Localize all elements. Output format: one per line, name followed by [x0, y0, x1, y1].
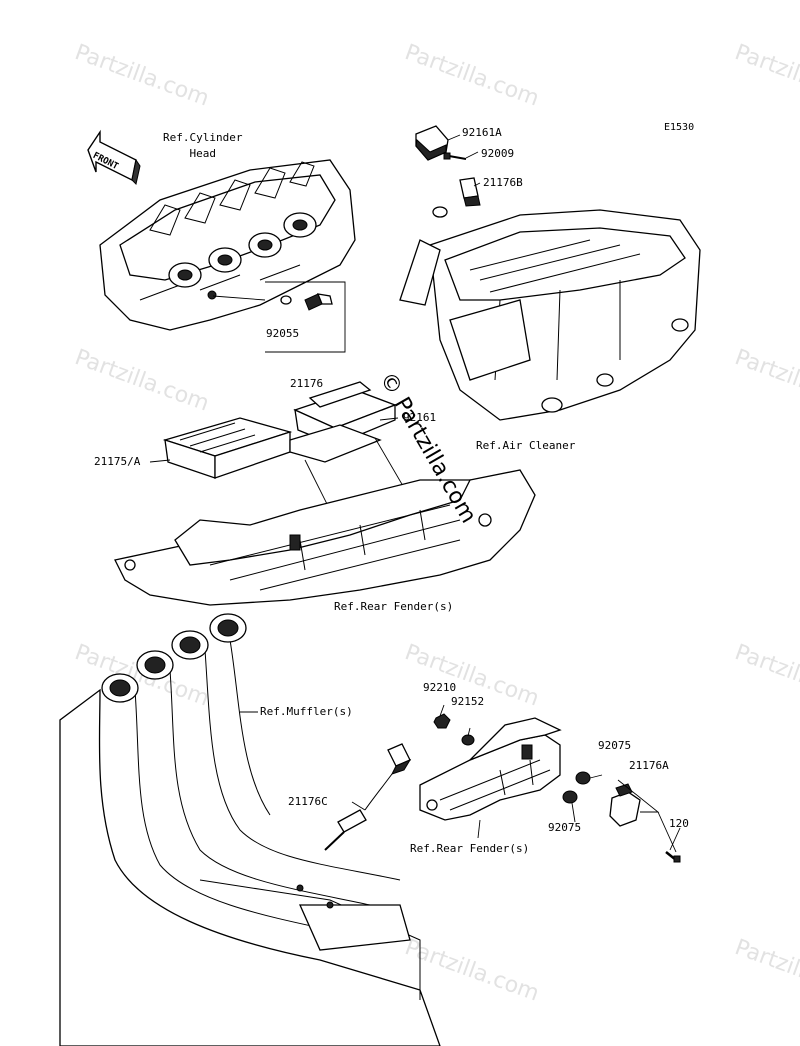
label-92075-lower: 92075	[548, 821, 582, 834]
label-92161A: 92161A	[462, 126, 502, 139]
front-arrow-icon	[87, 129, 141, 185]
ecu-21175A-icon	[162, 417, 293, 479]
label-92009: 92009	[481, 147, 515, 160]
bolt-120-icon	[665, 851, 681, 863]
label-ref-air-cleaner: Ref.Air Cleaner	[476, 439, 576, 452]
label-ref-rear-fender-bottom: Ref.Rear Fender(s)	[410, 842, 530, 855]
label-92210: 92210	[423, 681, 457, 694]
label-ref-rear-fender-top: Ref.Rear Fender(s)	[334, 600, 454, 613]
rear-fender-top-icon	[114, 469, 536, 606]
exhaust-flange-icon	[101, 613, 247, 703]
sensor-21176A-icon	[609, 783, 641, 827]
muffler-icon	[59, 639, 441, 1046]
label-120: 120	[669, 817, 689, 830]
label-21176B: 21176B	[483, 176, 523, 189]
o2-sensor-21176C-icon	[324, 743, 412, 851]
sensor-21176-icon	[304, 293, 333, 311]
label-21176A: 21176A	[629, 759, 669, 772]
cap-92161A-icon	[415, 125, 449, 161]
sensor-21176B-icon	[459, 177, 481, 207]
screw-92009-icon	[443, 152, 467, 160]
washer-92055-icon	[280, 295, 292, 305]
nut-92210-icon	[433, 713, 451, 729]
rear-fender-bottom-icon	[419, 717, 562, 821]
label-92075-upper: 92075	[598, 739, 632, 752]
grommet-92075-upper-icon	[575, 771, 591, 785]
diagram-code: E1530	[664, 122, 695, 133]
air-cleaner-icon	[399, 206, 701, 421]
grommet-92075-lower-icon	[562, 790, 578, 804]
label-21176: 21176	[290, 377, 324, 390]
label-21176C: 21176C	[288, 795, 328, 808]
label-92152: 92152	[451, 695, 485, 708]
label-92055: 92055	[266, 327, 300, 340]
label-21175A: 21175/A	[94, 455, 141, 468]
label-ref-cylinder-head: Ref.Cylinder Head	[163, 131, 243, 160]
label-ref-muffler: Ref.Muffler(s)	[260, 705, 353, 718]
cylinder-head-icon	[99, 159, 356, 331]
collar-92152-icon	[461, 734, 475, 746]
bracket-92161-icon	[289, 381, 397, 463]
label-92161: 92161	[403, 411, 437, 424]
